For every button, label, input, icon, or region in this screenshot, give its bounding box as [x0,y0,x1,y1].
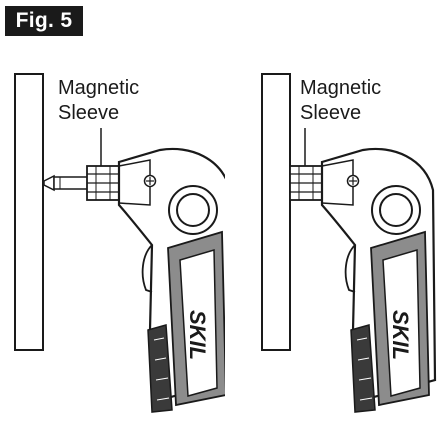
drill-illustration-right: SKIL [261,73,437,413]
brand-logo-left: SKIL [185,310,210,360]
magnetic-sleeve-left [86,165,120,201]
drill-body-left [117,147,225,413]
magnetic-sleeve-label-left-line1: Magnetic [58,77,140,99]
magnetic-sleeve-label-left-line2: Sleeve [58,102,120,124]
magnetic-sleeve-label-right-line2: Sleeve [300,102,362,124]
screwdriver-bit-left [43,174,89,192]
magnetic-sleeve-label-right-line1: Magnetic [300,77,382,99]
wall-board-right [261,73,291,351]
drill-illustration-left: SKIL [14,73,225,413]
brand-logo-right: SKIL [388,310,413,360]
magnetic-sleeve-right [289,165,323,201]
figure-label: Fig. 5 [5,6,83,36]
drill-body-right [320,147,437,413]
wall-board-left [14,73,44,351]
